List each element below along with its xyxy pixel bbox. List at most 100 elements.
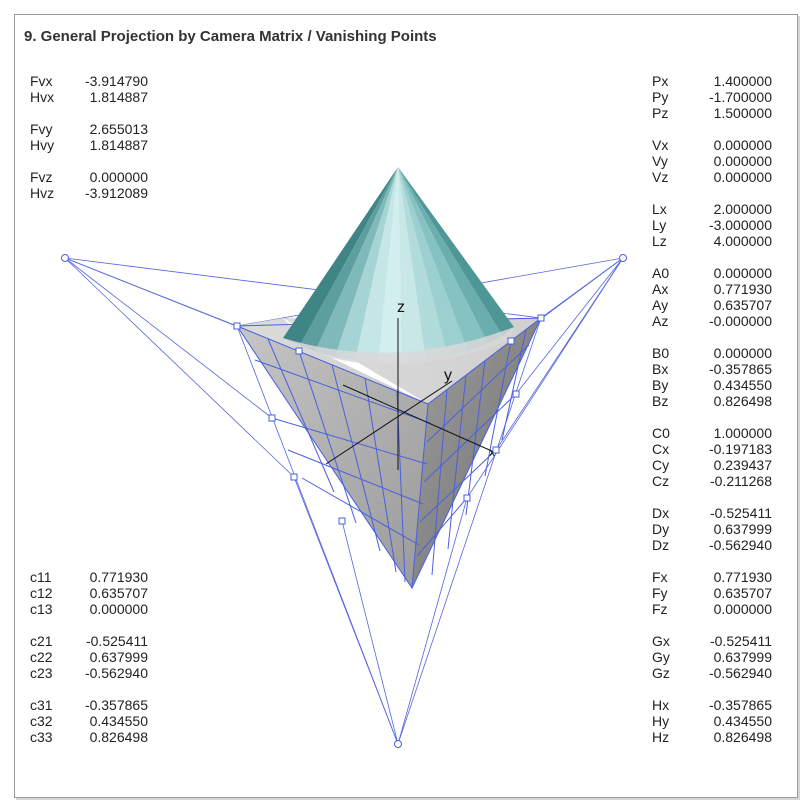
param-name: Py	[652, 89, 669, 105]
control-handle[interactable]	[463, 494, 471, 502]
param-name: Hy	[652, 713, 670, 729]
param-value: -0.525411	[709, 505, 772, 521]
control-handle[interactable]	[512, 390, 520, 398]
param-row-fvy: Fvy 2.655013	[30, 121, 148, 137]
param-name: Pz	[652, 105, 669, 121]
param-value: 0.826498	[713, 393, 772, 409]
param-value: 0.000000	[713, 153, 772, 169]
param-name: c23	[30, 665, 53, 681]
param-row-cx: Cx -0.197183	[652, 441, 772, 457]
param-value: -1.700000	[708, 89, 772, 105]
control-handle[interactable]	[492, 446, 500, 454]
param-name: Fvy	[30, 121, 53, 137]
param-name: Fy	[652, 585, 668, 601]
param-row-hvz: Hvz-3.912089	[30, 185, 148, 201]
param-row-fvz: Fvz 0.000000	[30, 169, 148, 185]
param-name: Lz	[652, 233, 667, 249]
control-handle[interactable]	[233, 322, 241, 330]
param-value: -0.357865	[84, 697, 148, 713]
param-name: Gx	[652, 633, 670, 649]
param-value: 0.000000	[713, 169, 772, 185]
param-value: 1.000000	[713, 425, 772, 441]
param-value: 0.637999	[713, 521, 772, 537]
param-name: Fx	[652, 569, 668, 585]
param-value: -3.912089	[84, 185, 148, 201]
control-handle[interactable]	[268, 414, 276, 422]
cube-grid	[236, 317, 542, 590]
param-row-hy: Hy 0.434550	[652, 713, 772, 729]
param-value: 2.655013	[89, 121, 148, 137]
control-handle[interactable]	[290, 473, 298, 481]
param-name: Ay	[652, 297, 669, 313]
control-handle[interactable]	[338, 517, 346, 525]
y-axis-label: y	[444, 367, 452, 384]
control-handle[interactable]	[295, 347, 303, 355]
param-value: 0.637999	[713, 649, 772, 665]
vanishing-point-handles	[61, 254, 627, 748]
page-title: 9. General Projection by Camera Matrix /…	[24, 28, 437, 45]
canvas-frame	[14, 14, 798, 798]
guide-line	[397, 497, 468, 745]
param-value: 0.000000	[89, 601, 148, 617]
param-name: Vx	[652, 137, 669, 153]
param-name: Hz	[652, 729, 670, 745]
guide-line	[64, 257, 273, 419]
param-row-c21: c21-0.525411	[30, 633, 148, 649]
param-name: By	[652, 377, 669, 393]
param-name: Hx	[652, 697, 670, 713]
param-value: -0.562940	[84, 665, 148, 681]
param-value: 1.814887	[89, 137, 148, 153]
param-value: 0.000000	[89, 169, 148, 185]
param-name: Gy	[652, 649, 670, 665]
vanishing-point-x-handle[interactable]	[61, 254, 69, 262]
axes	[325, 318, 495, 470]
param-row-dz: Dz-0.562940	[652, 537, 772, 553]
param-name: Az	[652, 313, 669, 329]
param-row-c13: c13 0.000000	[30, 601, 148, 617]
param-value: 0.434550	[713, 713, 772, 729]
x-axis	[342, 384, 495, 453]
param-value: 0.000000	[713, 345, 772, 361]
frame-shadow	[16, 16, 800, 800]
guide-line	[64, 257, 295, 478]
param-name: Fvz	[30, 169, 53, 185]
param-name: Vz	[652, 169, 669, 185]
param-value: 0.635707	[713, 585, 772, 601]
param-value: 0.771930	[89, 569, 148, 585]
param-value: -0.357865	[708, 697, 772, 713]
param-row-fvx: Fvx-3.914790	[30, 73, 148, 89]
param-value: -0.211268	[709, 473, 772, 489]
control-handles	[233, 314, 545, 525]
param-name: Hvx	[30, 89, 55, 105]
param-name: c21	[30, 633, 53, 649]
param-name: Cx	[652, 441, 670, 457]
vanishing-point-y-handle[interactable]	[619, 254, 627, 262]
guide-line	[397, 317, 542, 745]
param-value: -0.000000	[708, 313, 772, 329]
param-value: -0.562940	[708, 665, 772, 681]
param-value: 2.000000	[713, 201, 772, 217]
param-value: -0.357865	[708, 361, 772, 377]
z-axis-label: z	[397, 299, 405, 316]
param-name: c12	[30, 585, 53, 601]
vanishing-point-z-handle[interactable]	[394, 740, 402, 748]
param-value: 0.000000	[713, 265, 772, 281]
control-handle[interactable]	[537, 314, 545, 322]
param-value: 0.635707	[89, 585, 148, 601]
param-value: -0.197183	[708, 441, 772, 457]
param-name: c13	[30, 601, 53, 617]
param-value: 0.434550	[89, 713, 148, 729]
control-handle[interactable]	[507, 337, 515, 345]
